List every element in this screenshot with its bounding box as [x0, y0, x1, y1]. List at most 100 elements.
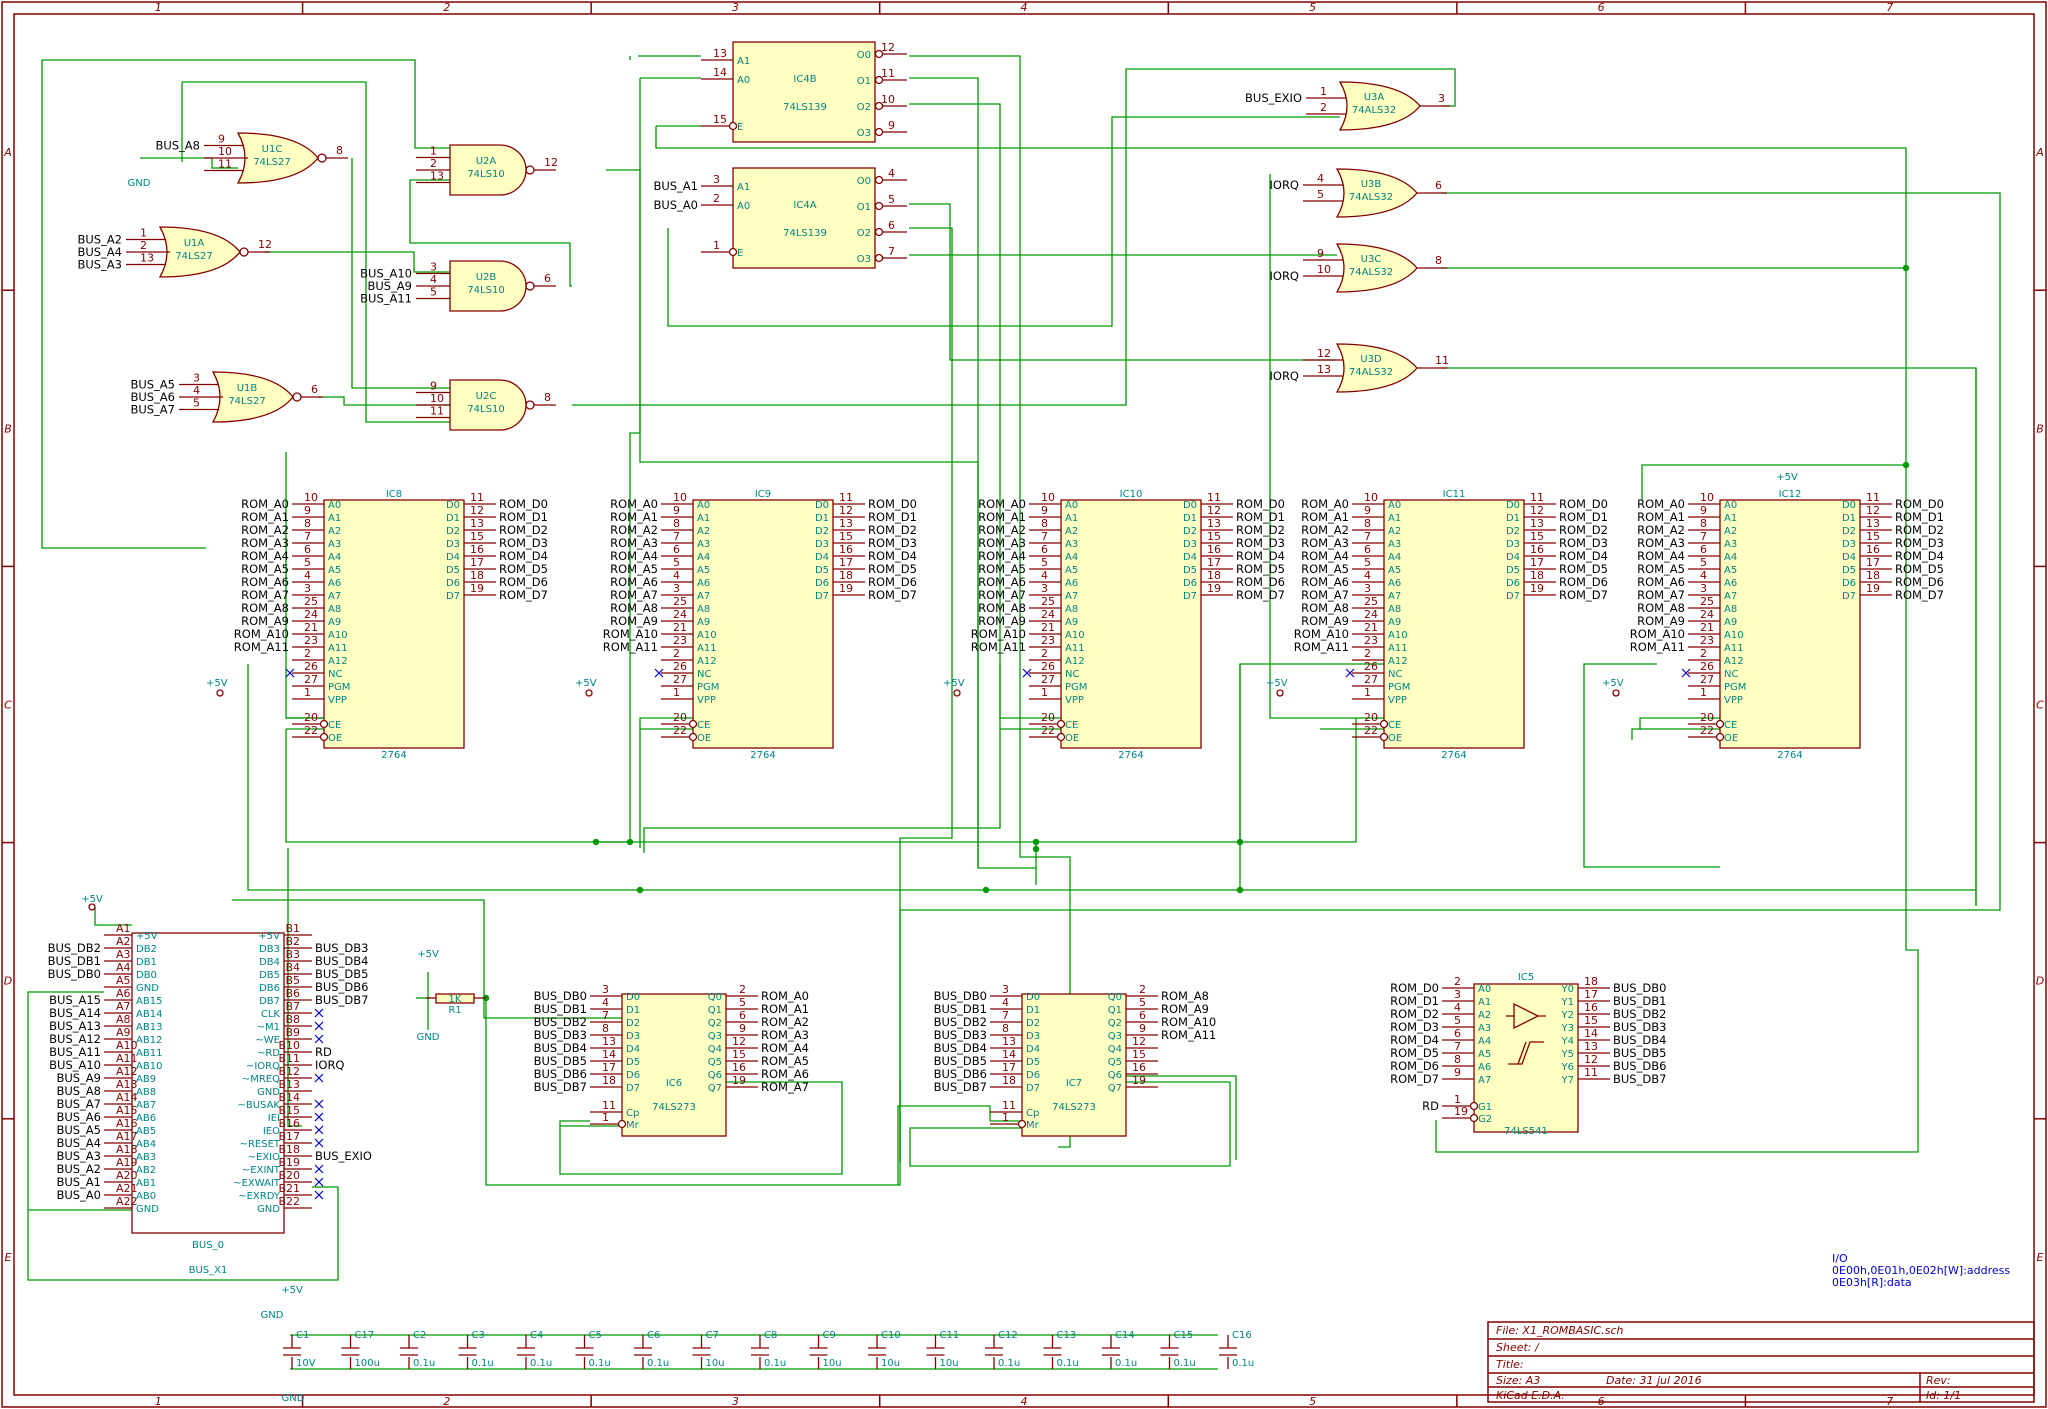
pin-name: O1	[857, 202, 871, 213]
chip-ref: IC11	[1443, 489, 1466, 500]
pin-number: 21	[1364, 621, 1378, 634]
gnd-label: GND	[417, 1032, 440, 1043]
net-label: BUS_A4	[56, 1136, 101, 1150]
pin-name: A11	[697, 643, 717, 654]
pin-number: 18	[1207, 569, 1221, 582]
net-label: BUS_DB2	[48, 941, 101, 955]
pin-number: 6	[1041, 543, 1048, 556]
net-label: ROM_A10	[234, 627, 289, 641]
pin-name: O2	[857, 102, 871, 113]
pin-name: Q5	[708, 1057, 722, 1068]
cap-value: 0.1u	[1174, 1358, 1196, 1369]
net-label: BUS_DB6	[315, 980, 368, 994]
pin-name: Q6	[708, 1070, 722, 1081]
net-label: ROM_A2	[241, 523, 289, 537]
pin-name: Mr	[626, 1120, 640, 1131]
cap-ref: C13	[1057, 1330, 1077, 1341]
pin-name: D0	[626, 992, 640, 1003]
wires	[27, 55, 2001, 1281]
pin-number: 11	[1435, 354, 1449, 367]
net-label: BUS_A9	[367, 279, 412, 293]
pin-name: IEI	[268, 1113, 280, 1124]
pin-name: NC	[697, 669, 711, 680]
pin-name: Q4	[708, 1044, 722, 1055]
pin-number: 12	[544, 156, 558, 169]
pin-name: A7	[1478, 1075, 1491, 1086]
pin-name: AB7	[136, 1100, 156, 1111]
pin-name: A1	[1065, 513, 1078, 524]
col-number: 2	[443, 1, 450, 14]
pin-number: 3	[1364, 582, 1371, 595]
pin-number: 12	[258, 238, 272, 251]
pin-name: A12	[1388, 656, 1408, 667]
pin-name: Q3	[1108, 1031, 1122, 1042]
pin-name: OE	[1388, 733, 1402, 744]
pin-number: A22	[116, 1195, 138, 1208]
pin-number: 18	[470, 569, 484, 582]
chip-ref: IC7	[1066, 1078, 1082, 1089]
net-label: BUS_DB0	[1613, 981, 1666, 995]
title-title: Title:	[1496, 1358, 1524, 1371]
pin-number: 20	[673, 711, 687, 724]
pin-number: 4	[430, 273, 437, 286]
net-label: BUS_DB6	[534, 1067, 587, 1081]
cap-ref: C11	[940, 1330, 960, 1341]
pin-number: 6	[1700, 543, 1707, 556]
net-label: ROM_A5	[761, 1054, 809, 1068]
net-label: ROM_A4	[241, 549, 289, 563]
net-label: ROM_A0	[610, 497, 658, 511]
pin-number: 9	[218, 133, 225, 146]
net-label: BUS_DB0	[48, 967, 101, 981]
net-label: BUS_DB1	[534, 1002, 587, 1016]
pin-name: D1	[1842, 513, 1856, 524]
net-label: ROM_D7	[1895, 588, 1944, 602]
net-label: BUS_DB7	[534, 1080, 587, 1094]
pin-name: O0	[857, 50, 871, 61]
net-label: ROM_D2	[499, 523, 548, 537]
net-label: RD	[1422, 1099, 1439, 1113]
net-label: ROM_D0	[1236, 497, 1285, 511]
pin-name: D1	[815, 513, 829, 524]
pin-number: A20	[116, 1169, 138, 1182]
pin-name: A5	[697, 565, 710, 576]
pin-number: 5	[673, 556, 680, 569]
cap-ref: C4	[530, 1330, 543, 1341]
pin-number: B21	[278, 1182, 300, 1195]
title-id: Id: 1/1	[1926, 1389, 1961, 1402]
net-label: ROM_D6	[868, 575, 917, 589]
row-letter: E	[2037, 1251, 2044, 1264]
net-label: BUS_A2	[77, 233, 122, 247]
net-label: ROM_A0	[978, 497, 1026, 511]
pin-number: A16	[116, 1117, 138, 1130]
row-letter: E	[5, 1251, 12, 1264]
pin-number: 5	[304, 556, 311, 569]
pin-number: 2	[739, 983, 746, 996]
chip-part: 74LS273	[652, 1102, 696, 1113]
net-label: BUS_DB2	[534, 1015, 587, 1029]
pin-number: A8	[116, 1013, 131, 1026]
pin-number: 5	[430, 286, 437, 299]
gate-ref: U3A	[1364, 92, 1385, 103]
net-label: BUS_DB0	[934, 989, 987, 1003]
pin-number: 8	[1041, 517, 1048, 530]
pin-number: 11	[430, 405, 444, 418]
pin-number: 10	[1364, 491, 1378, 504]
pin-number: 7	[673, 530, 680, 543]
gate-ref: U2A	[476, 156, 497, 167]
pin-number: A5	[116, 974, 131, 987]
pin-number: 3	[1002, 983, 1009, 996]
cap-value: 10u	[940, 1358, 959, 1369]
pin-name: D7	[815, 591, 829, 602]
pin-name: +5V	[258, 931, 280, 942]
pin-number: 9	[1364, 504, 1371, 517]
pin-number: 4	[1041, 569, 1048, 582]
cap-value: 0.1u	[589, 1358, 611, 1369]
net-label: ROM_A4	[1637, 549, 1685, 563]
pin-name: ~EXRDY	[238, 1191, 281, 1202]
pin-number: 6	[673, 543, 680, 556]
pin-number: 12	[1132, 1035, 1146, 1048]
